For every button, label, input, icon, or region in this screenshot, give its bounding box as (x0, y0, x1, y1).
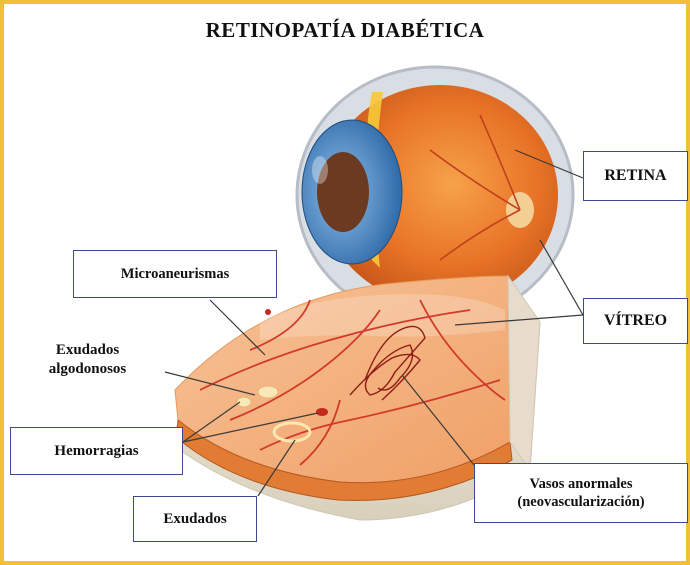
label-exudados-algodonosos: Exudados algodonosos (10, 333, 165, 387)
label-retina-text: RETINA (604, 166, 666, 186)
label-exudados-text: Exudados (163, 510, 226, 529)
label-vitreo: VÍTREO (583, 298, 688, 344)
iris-icon (302, 120, 402, 264)
label-exudados: Exudados (133, 496, 257, 542)
label-vitreo-text: VÍTREO (604, 311, 667, 331)
label-retina: RETINA (583, 151, 688, 201)
label-vasos-anormales-line1: Vasos anormales (530, 475, 633, 493)
label-hemorragias-text: Hemorragias (54, 442, 138, 461)
label-microaneurismas: Microaneurismas (73, 250, 277, 298)
label-microaneurismas-text: Microaneurismas (121, 265, 229, 283)
diagram-title: RETINOPATÍA DIABÉTICA (0, 18, 690, 43)
label-exudados-algodonosos-line2: algodonosos (49, 360, 127, 379)
label-exudados-algodonosos-line1: Exudados (56, 341, 119, 360)
label-hemorragias: Hemorragias (10, 427, 183, 475)
label-vasos-anormales: Vasos anormales (neovascularización) (474, 463, 688, 523)
label-vasos-anormales-line2: (neovascularización) (517, 493, 644, 511)
